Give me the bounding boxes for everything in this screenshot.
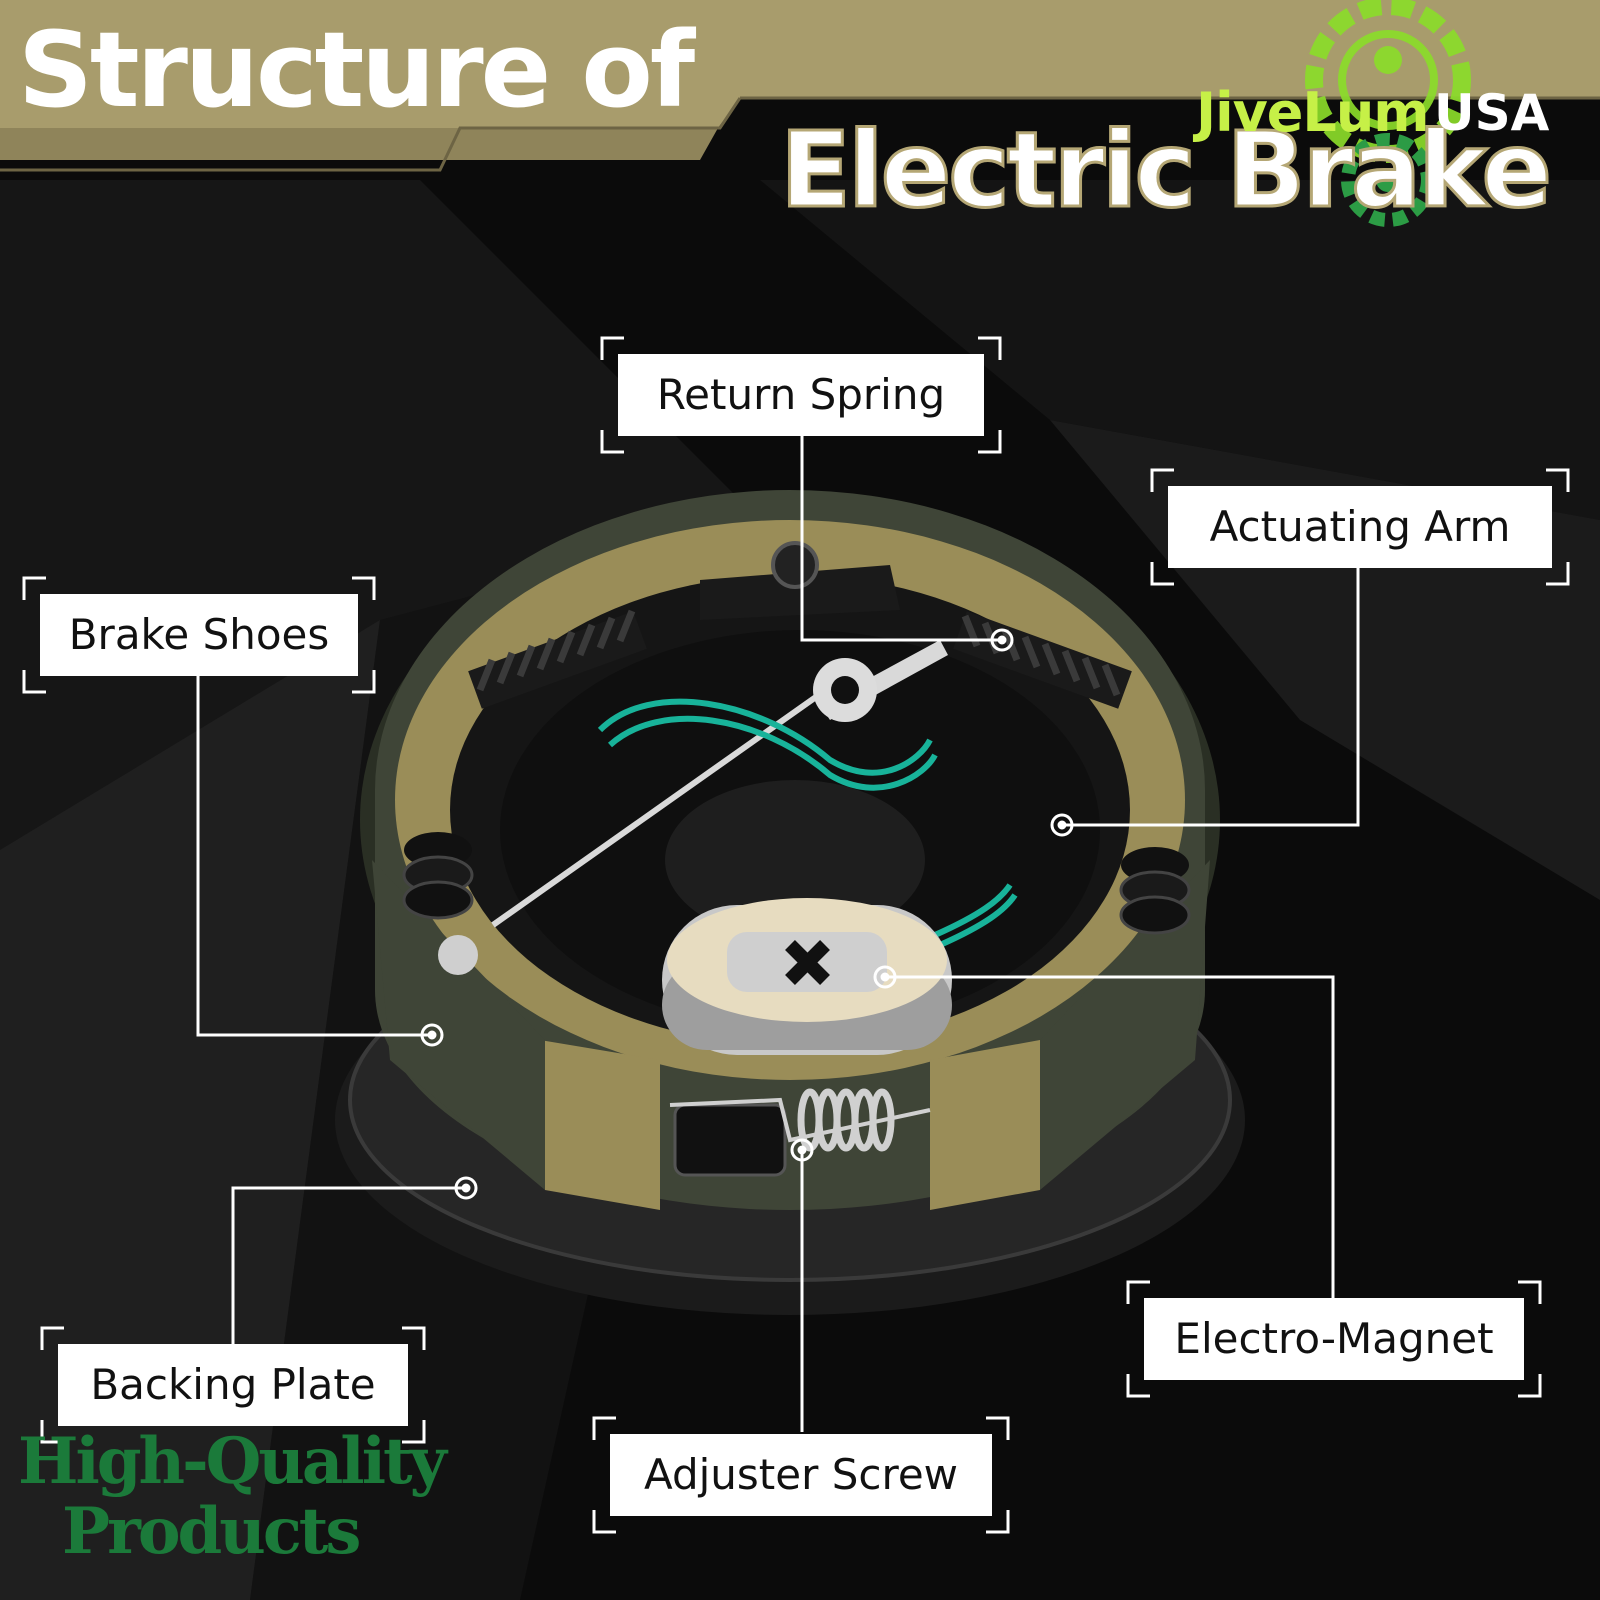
target-markers — [420, 628, 1074, 1200]
hold-down-spring-left — [402, 832, 478, 975]
label-adjuster-screw: Adjuster Screw — [610, 1434, 992, 1516]
magnet-wires — [597, 698, 1018, 948]
title-line-2: Electric Brake — [778, 109, 1553, 231]
target-adjuster-screw — [790, 1138, 814, 1162]
brake-assembly — [335, 490, 1245, 1315]
target-return-spring — [990, 628, 1014, 652]
return-spring-left — [468, 609, 647, 709]
callout-leaders — [196, 430, 1360, 1432]
label-backing-plate: Backing Plate — [58, 1344, 408, 1426]
tagline-line-2: Products — [62, 1494, 361, 1569]
title-banner — [0, 0, 1600, 172]
label-brackets — [22, 336, 1570, 1534]
brand-logo-icon — [1305, 0, 1471, 227]
brand-name: JiveLum — [1196, 81, 1430, 144]
target-electro-magnet — [873, 965, 897, 989]
adjuster-assembly — [669, 1088, 931, 1177]
tagline-line-1: High-Quality — [18, 1424, 447, 1499]
label-actuating-arm: Actuating Arm — [1168, 486, 1552, 568]
label-return-spring: Return Spring — [618, 354, 984, 436]
electro-magnet — [662, 898, 952, 1055]
title-line-1: Structure of — [18, 9, 695, 131]
target-actuating-arm — [1050, 813, 1074, 837]
label-brake-shoes: Brake Shoes — [40, 594, 358, 676]
target-brake-shoes — [420, 1023, 444, 1047]
hold-down-spring-right — [1119, 847, 1191, 935]
target-backing-plate — [454, 1176, 478, 1200]
label-electro-magnet: Electro-Magnet — [1144, 1298, 1524, 1380]
brand-region: USA — [1434, 84, 1550, 142]
actuating-arm-lever — [491, 640, 948, 928]
